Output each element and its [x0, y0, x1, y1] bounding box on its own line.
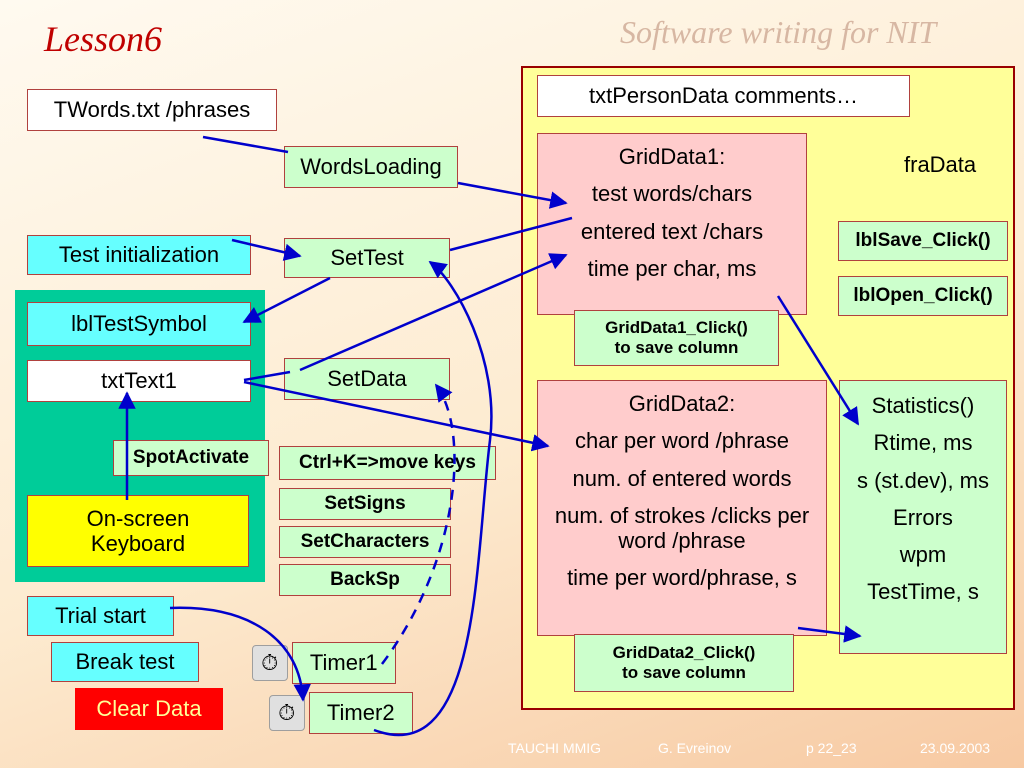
grid-data2-title: GridData2: — [628, 391, 736, 416]
statistics-box: Statistics() Rtime, ms s (st.dev), ms Er… — [839, 380, 1007, 654]
grid-data1-click-line1: GridData1_Click() — [605, 318, 748, 338]
txt-person-data-field[interactable]: txtPersonData comments… — [537, 75, 910, 117]
lbl-open-click[interactable]: lblOpen_Click() — [838, 276, 1008, 316]
fra-data-label: fraData — [904, 152, 977, 177]
backsp-box: BackSp — [279, 564, 451, 596]
grid-data1-row: test words/chars — [591, 181, 753, 207]
statistics-item: wpm — [899, 542, 947, 568]
onscreen-keyboard-line1: On-screen — [86, 505, 190, 531]
txt-text1-field[interactable]: txtText1 — [27, 360, 251, 402]
words-loading-box: WordsLoading — [284, 146, 458, 188]
footer-page: p 22_23 — [806, 740, 857, 756]
set-data-box: SetData — [284, 358, 450, 400]
spot-activate-label: SpotActivate — [113, 440, 269, 476]
page-subtitle: Software writing for NIT — [620, 14, 937, 50]
grid-data1[interactable]: GridData1: test words/chars entered text… — [537, 133, 807, 315]
footer-author: G. Evreinov — [658, 740, 732, 756]
grid-data2-row: time per word/phrase, s — [567, 565, 797, 591]
break-test-button[interactable]: Break test — [51, 642, 199, 682]
footer-org: TAUCHI MMIG — [508, 740, 602, 756]
trial-start-button[interactable]: Trial start — [27, 596, 174, 636]
grid-data2-click[interactable]: GridData2_Click() to save column — [574, 634, 794, 692]
statistics-item: s (st.dev), ms — [856, 467, 989, 493]
grid-data2-row: num. of strokes /clicks per word /phrase — [554, 502, 810, 554]
lbl-save-click[interactable]: lblSave_Click() — [838, 221, 1008, 261]
timer2-group: ⏱ Timer2 — [269, 692, 413, 734]
twords-file-box: TWords.txt /phrases — [27, 89, 277, 131]
grid-data1-click-line2: to save column — [614, 338, 739, 357]
stopwatch-icon: ⏱ — [269, 695, 305, 731]
grid-data1-click[interactable]: GridData1_Click() to save column — [574, 310, 779, 366]
grid-data2-row: num. of entered words — [572, 465, 792, 491]
grid-data1-row: time per char, ms — [587, 255, 757, 281]
lbl-test-symbol: lblTestSymbol — [27, 302, 251, 346]
onscreen-keyboard-line2: Keyboard — [90, 531, 186, 556]
set-test-box: SetTest — [284, 238, 450, 278]
grid-data2[interactable]: GridData2: char per word /phrase num. of… — [537, 380, 827, 636]
ctrl-k-move-keys: Ctrl+K=>move keys — [279, 446, 496, 480]
grid-data2-click-line1: GridData2_Click() — [612, 643, 756, 663]
grid-data2-row: char per word /phrase — [575, 428, 789, 454]
arrow-twords-to-wordsloading — [202, 135, 289, 154]
set-signs-box: SetSigns — [279, 488, 451, 520]
statistics-title: Statistics() — [871, 393, 975, 418]
page-title: Lesson6 — [44, 19, 163, 59]
statistics-item: TestTime, s — [867, 579, 979, 605]
grid-data2-click-line2: to save column — [622, 663, 746, 682]
statistics-item: Errors — [893, 504, 953, 530]
stopwatch-icon: ⏱ — [252, 645, 288, 681]
grid-data1-title: GridData1: — [618, 144, 726, 169]
clear-data-button[interactable]: Clear Data — [75, 688, 223, 730]
onscreen-keyboard[interactable]: On-screen Keyboard — [27, 495, 249, 567]
test-initialization-button[interactable]: Test initialization — [27, 235, 251, 275]
statistics-item: Rtime, ms — [873, 430, 973, 456]
set-characters-box: SetCharacters — [279, 526, 451, 558]
footer-date: 23.09.2003 — [920, 740, 991, 756]
timer1-box: Timer1 — [291, 642, 396, 684]
arrow-timer1-to-setdata — [380, 383, 456, 665]
timer2-box: Timer2 — [308, 692, 413, 734]
timer1-group: ⏱ Timer1 — [252, 642, 396, 684]
grid-data1-row: entered text /chars — [580, 218, 764, 244]
